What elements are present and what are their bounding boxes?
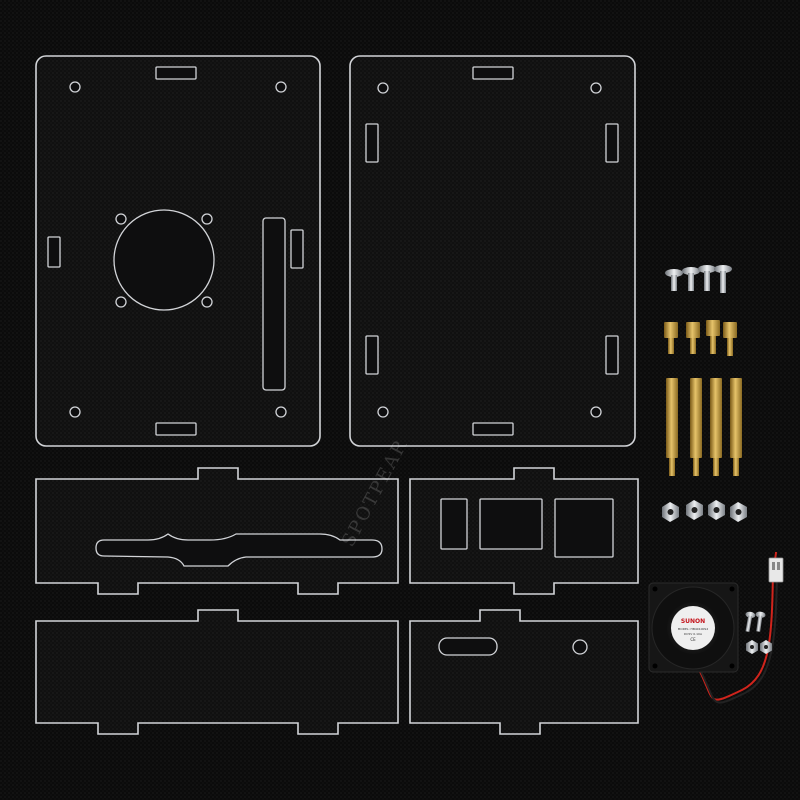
- short-brass-standoffs: [664, 320, 737, 356]
- fan-connector: [768, 557, 784, 583]
- fan-screws: [745, 611, 766, 632]
- side-panel-plain: [35, 609, 399, 735]
- side-panel-sd-slot: [409, 609, 639, 735]
- hex-nuts: [662, 500, 747, 522]
- fan-brand: SUNON: [681, 618, 705, 625]
- side-panel-gpio-slot: [35, 467, 399, 595]
- cooling-fan: SUNON MODEL: HB40100S2 DC5V 0.10A CE: [648, 582, 739, 673]
- fan-nuts: [746, 640, 772, 654]
- side-panel-ports: [409, 467, 639, 595]
- bottom-base-panel: [349, 55, 636, 447]
- screws: [665, 265, 732, 293]
- fan-label-line1: MODEL: HB40100S2: [678, 627, 709, 631]
- long-brass-standoffs: [666, 378, 742, 476]
- top-panel-with-fan-hole: [35, 55, 321, 447]
- fan-label-line3: CE: [690, 637, 696, 642]
- fan-label-line2: DC5V 0.10A: [684, 632, 703, 636]
